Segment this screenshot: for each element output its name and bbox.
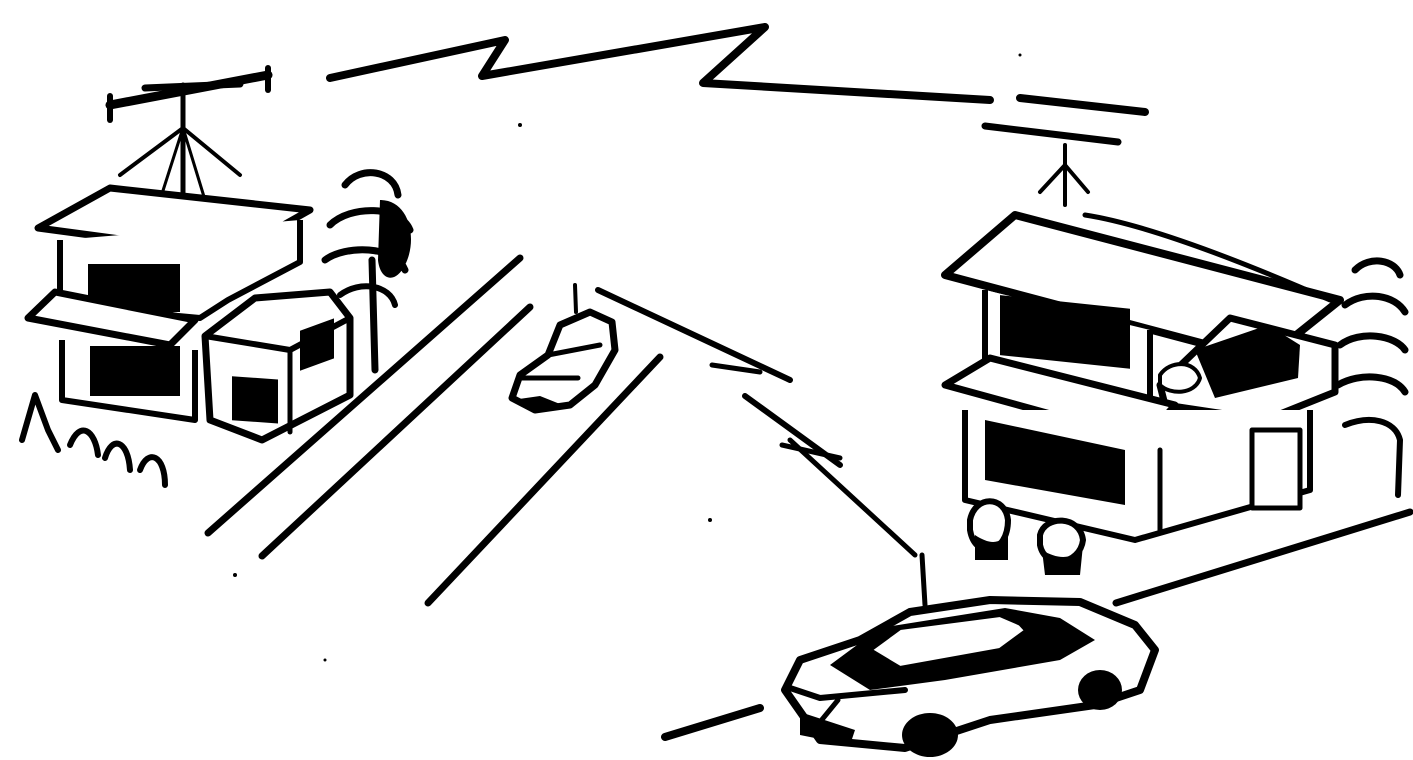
antenna-right-icon — [985, 98, 1145, 205]
house-right-icon — [945, 215, 1405, 575]
car-small-icon — [512, 285, 615, 412]
signal-path-car — [598, 290, 915, 555]
car-large-icon — [785, 555, 1155, 757]
house-left-icon — [22, 188, 350, 485]
antenna-left-icon — [110, 68, 268, 205]
signal-path-top — [330, 27, 990, 100]
